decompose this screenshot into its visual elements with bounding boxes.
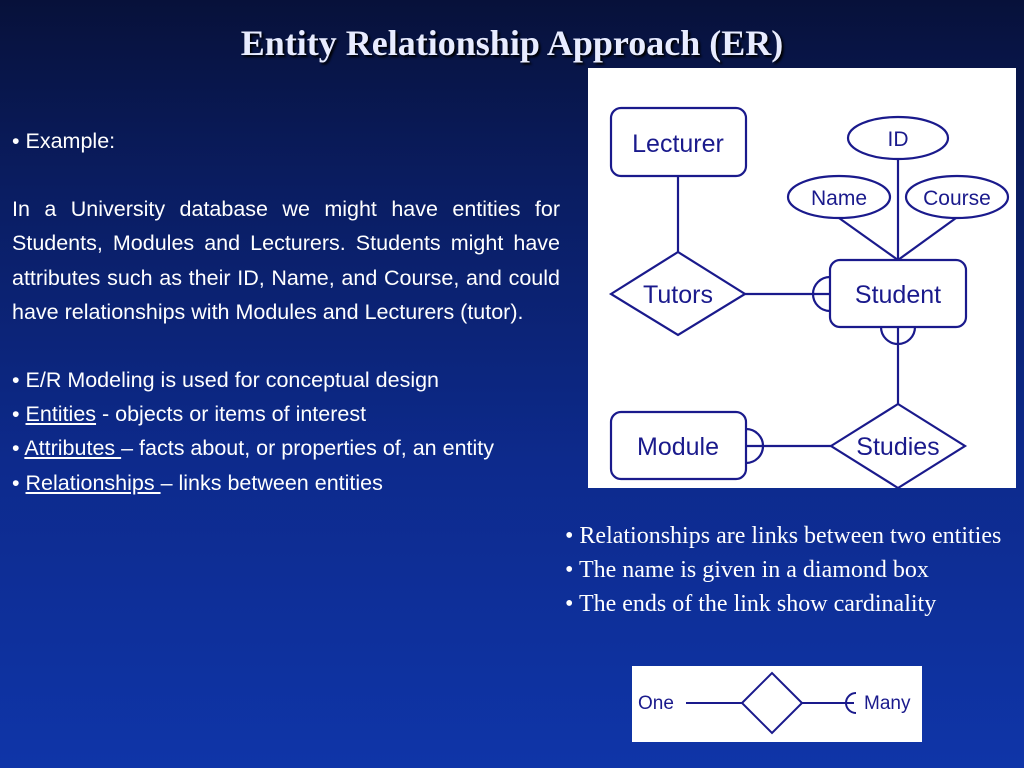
many-label: Many xyxy=(864,693,911,714)
example-paragraph: In a University database we might have e… xyxy=(12,197,560,324)
attribute-name-label: Name xyxy=(811,187,867,210)
relationship-diamond xyxy=(740,671,804,735)
bullet: • xyxy=(12,470,26,495)
slide-title: Entity Relationship Approach (ER) xyxy=(240,23,784,63)
bullet: • xyxy=(12,402,26,427)
attribute-course xyxy=(904,174,1010,220)
relationship-studies-label: Studies xyxy=(856,433,939,461)
bullet: • xyxy=(12,436,25,461)
relationship-studies xyxy=(828,402,968,490)
cardinality-diagram: One Many xyxy=(632,666,922,742)
bullet-relationships-links: • Relationships are links between two en… xyxy=(565,523,1002,549)
bullet-attributes: • Attributes – facts about, or propertie… xyxy=(12,431,560,465)
definition: – facts about, or properties of, an enti… xyxy=(121,436,495,461)
example-label: • Example: xyxy=(12,129,116,153)
term-attributes: Attributes xyxy=(24,436,122,461)
bullet-relationships: • Relationships – links between entities xyxy=(12,466,560,500)
bullet-entities: • Entities - objects or items of interes… xyxy=(12,397,560,431)
crows-foot-many-icon xyxy=(811,275,831,313)
link-course xyxy=(897,217,957,261)
bullet-diamond-box: • The name is given in a diamond box xyxy=(565,557,929,583)
term-relationships: Relationships xyxy=(25,470,161,495)
bullet-er-modeling: • E/R Modeling is used for conceptual de… xyxy=(12,368,440,393)
er-diagram: Lecturer Tutors ID Name Course Student S… xyxy=(588,68,1016,490)
right-text-body: • Relationships are links between two en… xyxy=(565,519,1015,621)
definition: – links between entities xyxy=(160,470,383,495)
attribute-id-label: ID xyxy=(888,128,909,151)
term-entities: Entities xyxy=(25,402,97,427)
left-text-body: • Example: In a University database we m… xyxy=(12,124,560,500)
entity-lecturer-label: Lecturer xyxy=(632,130,724,158)
crows-foot-many-icon xyxy=(845,692,857,714)
one-label: One xyxy=(638,693,674,714)
relationship-tutors-label: Tutors xyxy=(643,281,713,309)
entity-student-label: Student xyxy=(855,281,941,309)
definition: - objects or items of interest xyxy=(96,402,367,427)
entity-module-label: Module xyxy=(637,433,719,461)
bullet-cardinality: • The ends of the link show cardinality xyxy=(565,591,937,617)
link-name xyxy=(838,217,899,261)
attribute-course-label: Course xyxy=(923,187,991,210)
